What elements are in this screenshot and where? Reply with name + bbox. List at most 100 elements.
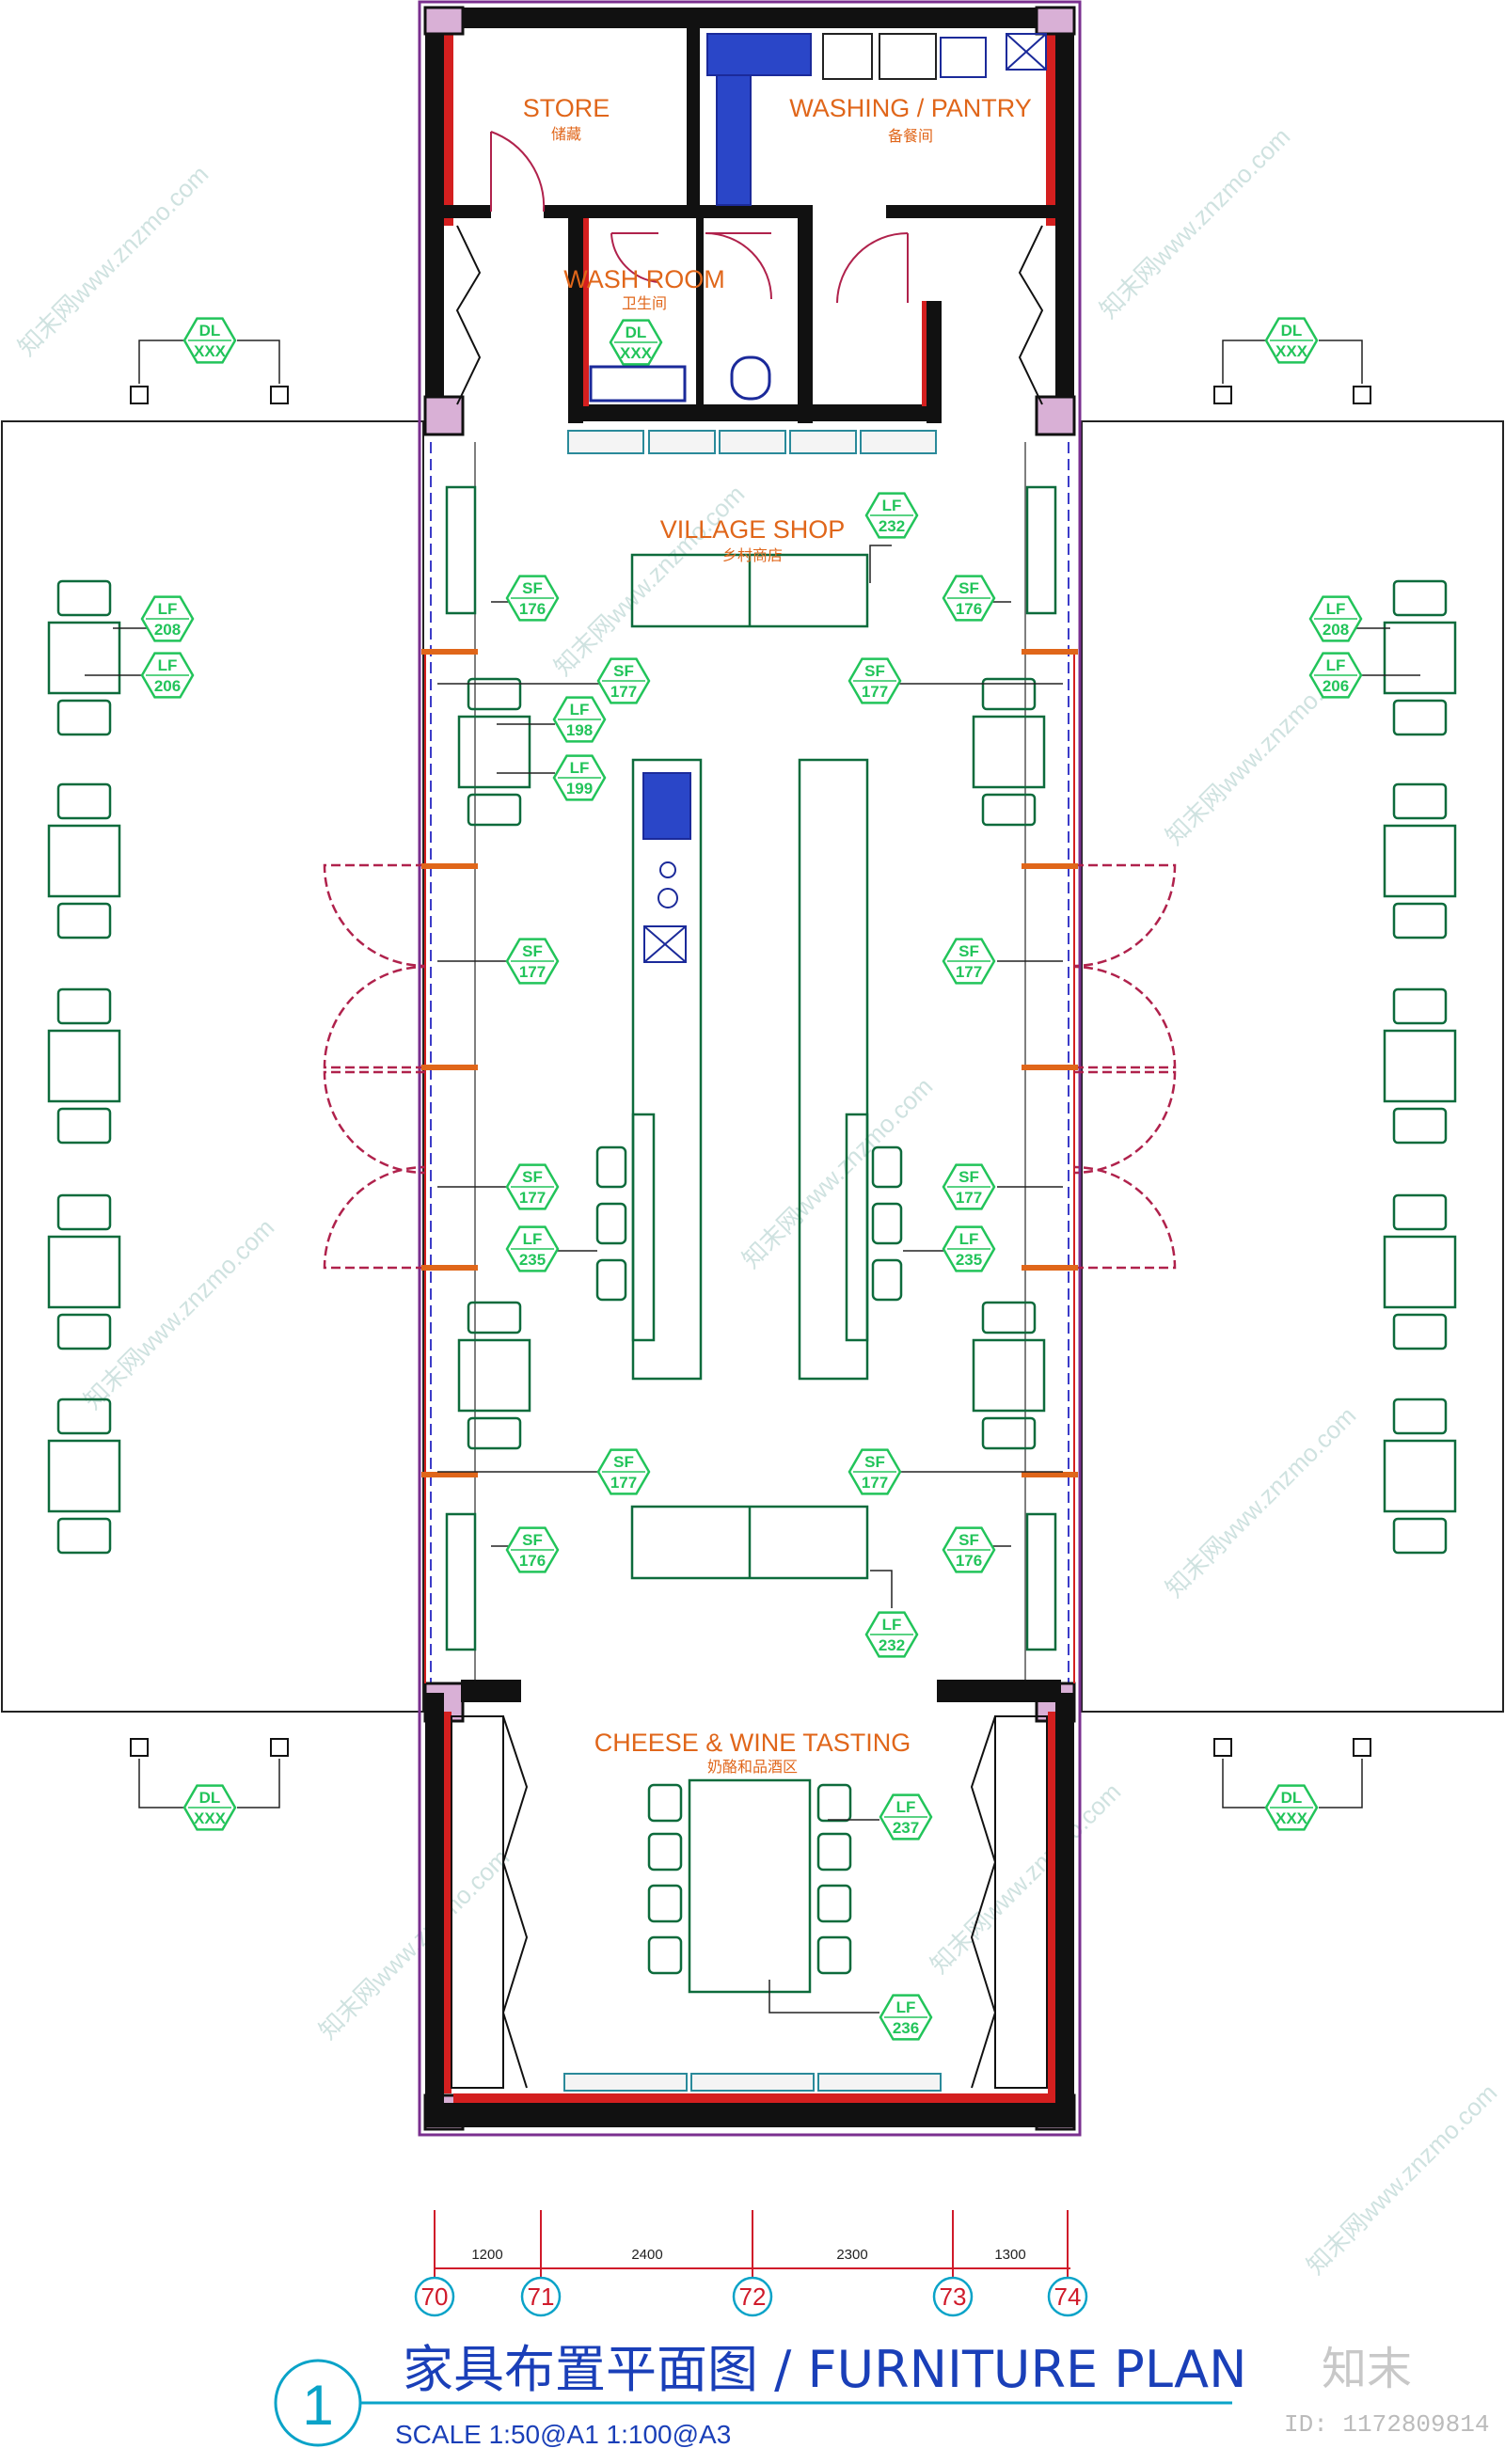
door-swing-right <box>1073 1165 1177 1270</box>
tag-number: XXX <box>1275 1809 1308 1827</box>
dimension-label: 1200 <box>471 2247 502 2263</box>
columns <box>423 6 1076 2131</box>
watermark: 知末网www.znzmo.com <box>925 1777 1126 1979</box>
stool <box>871 1202 903 1245</box>
chair <box>1392 1398 1448 1435</box>
counter-inset <box>631 1113 656 1342</box>
chair <box>1392 579 1448 617</box>
tag-number: 232 <box>879 517 905 535</box>
pantry-equipment <box>706 33 1047 206</box>
store-door <box>490 131 546 213</box>
watermark: 知末网www.znzmo.com <box>1094 122 1295 324</box>
brand-logo-text: 知末 <box>1322 2343 1412 2395</box>
tasting-table-set <box>647 1778 852 1994</box>
vanity-icon <box>589 365 687 403</box>
room-label-pantry: WASHING / PANTRY <box>789 94 1032 122</box>
terrace-chairs <box>56 579 1448 1555</box>
tag-number: XXX <box>620 344 653 362</box>
long-counter <box>798 758 869 1381</box>
window <box>860 430 937 454</box>
chair <box>981 677 1037 711</box>
tag-number: 236 <box>893 2019 919 2037</box>
column <box>1035 395 1076 436</box>
chair <box>467 1301 522 1335</box>
tag-number: 177 <box>956 963 982 981</box>
dimension-label: 2300 <box>836 2247 867 2263</box>
sink-icon <box>940 37 987 78</box>
terrace-table <box>47 824 121 898</box>
tag-number: 177 <box>519 963 546 981</box>
tag-code: LF <box>896 1798 916 1816</box>
stool <box>816 1783 852 1823</box>
terraces <box>1 420 1504 1713</box>
watermark: 知末网www.znzmo.com <box>1160 1401 1361 1603</box>
chair <box>56 987 112 1025</box>
back-of-house-walls <box>425 8 1074 423</box>
room-label-wash: WASH ROOM <box>563 265 725 293</box>
chair <box>1392 1517 1448 1555</box>
leader-lines <box>85 340 1420 2014</box>
room-label-store-cn: 储藏 <box>551 125 581 143</box>
pantry-red-wall <box>922 301 927 406</box>
light-fixture-marker <box>270 386 289 404</box>
tag-number: 176 <box>956 1552 982 1570</box>
window <box>719 430 786 454</box>
tag-number: 177 <box>519 1189 546 1207</box>
terrace-table <box>1383 824 1457 898</box>
right-wall-bottom-red <box>1048 1712 1055 2093</box>
tag-code: DL <box>199 322 221 340</box>
tag-code: SF <box>958 579 979 597</box>
door-swing-left <box>323 1070 426 1175</box>
stool <box>816 1832 852 1872</box>
store-bottom-wall-2 <box>544 205 807 218</box>
door-swing-left <box>323 965 426 1069</box>
tag-number: XXX <box>1275 342 1308 360</box>
watermark: 知末网www.znzmo.com <box>12 160 214 361</box>
room-label-cheese-cn: 奶酪和品酒区 <box>707 1758 798 1776</box>
wash-right-wall <box>798 205 813 423</box>
bottom-wall-red <box>453 2093 1055 2103</box>
door-swing-right <box>1073 863 1177 968</box>
cheese-window-strip <box>563 2073 942 2092</box>
tag-code: LF <box>1326 656 1346 674</box>
tag-number: XXX <box>194 1809 227 1827</box>
tag-code: LF <box>882 1616 902 1634</box>
bifold-doors <box>323 863 1177 1270</box>
window-strips <box>567 430 937 454</box>
chair <box>981 1416 1037 1450</box>
stool <box>595 1202 627 1245</box>
counter-inset <box>845 1113 869 1342</box>
door-swing-left <box>323 863 426 968</box>
wash-room-door <box>610 232 772 300</box>
chair <box>1392 782 1448 820</box>
tag-number: 208 <box>154 621 181 639</box>
shelf-rack-icon <box>716 74 752 206</box>
watermark: 知末网www.znzmo.com <box>737 1072 938 1273</box>
left-wall-top <box>425 8 444 421</box>
right-wall-bottom <box>1055 1693 1074 2103</box>
tag-code: SF <box>613 1453 634 1471</box>
chair <box>467 677 522 711</box>
door-swing-right <box>1073 1070 1177 1175</box>
chair <box>56 1398 112 1435</box>
left-wall-bottom <box>425 1693 444 2103</box>
stool <box>816 1884 852 1923</box>
tag-code: SF <box>958 942 979 960</box>
tag-code: DL <box>626 324 647 341</box>
light-fixture-marker <box>130 1738 149 1757</box>
wall-bench <box>1025 1512 1057 1651</box>
tag-code: SF <box>958 1168 979 1186</box>
tag-number: 176 <box>956 600 982 618</box>
tag-dl-wash: DL XXX <box>609 319 663 366</box>
grid-label: 71 <box>528 2282 555 2311</box>
